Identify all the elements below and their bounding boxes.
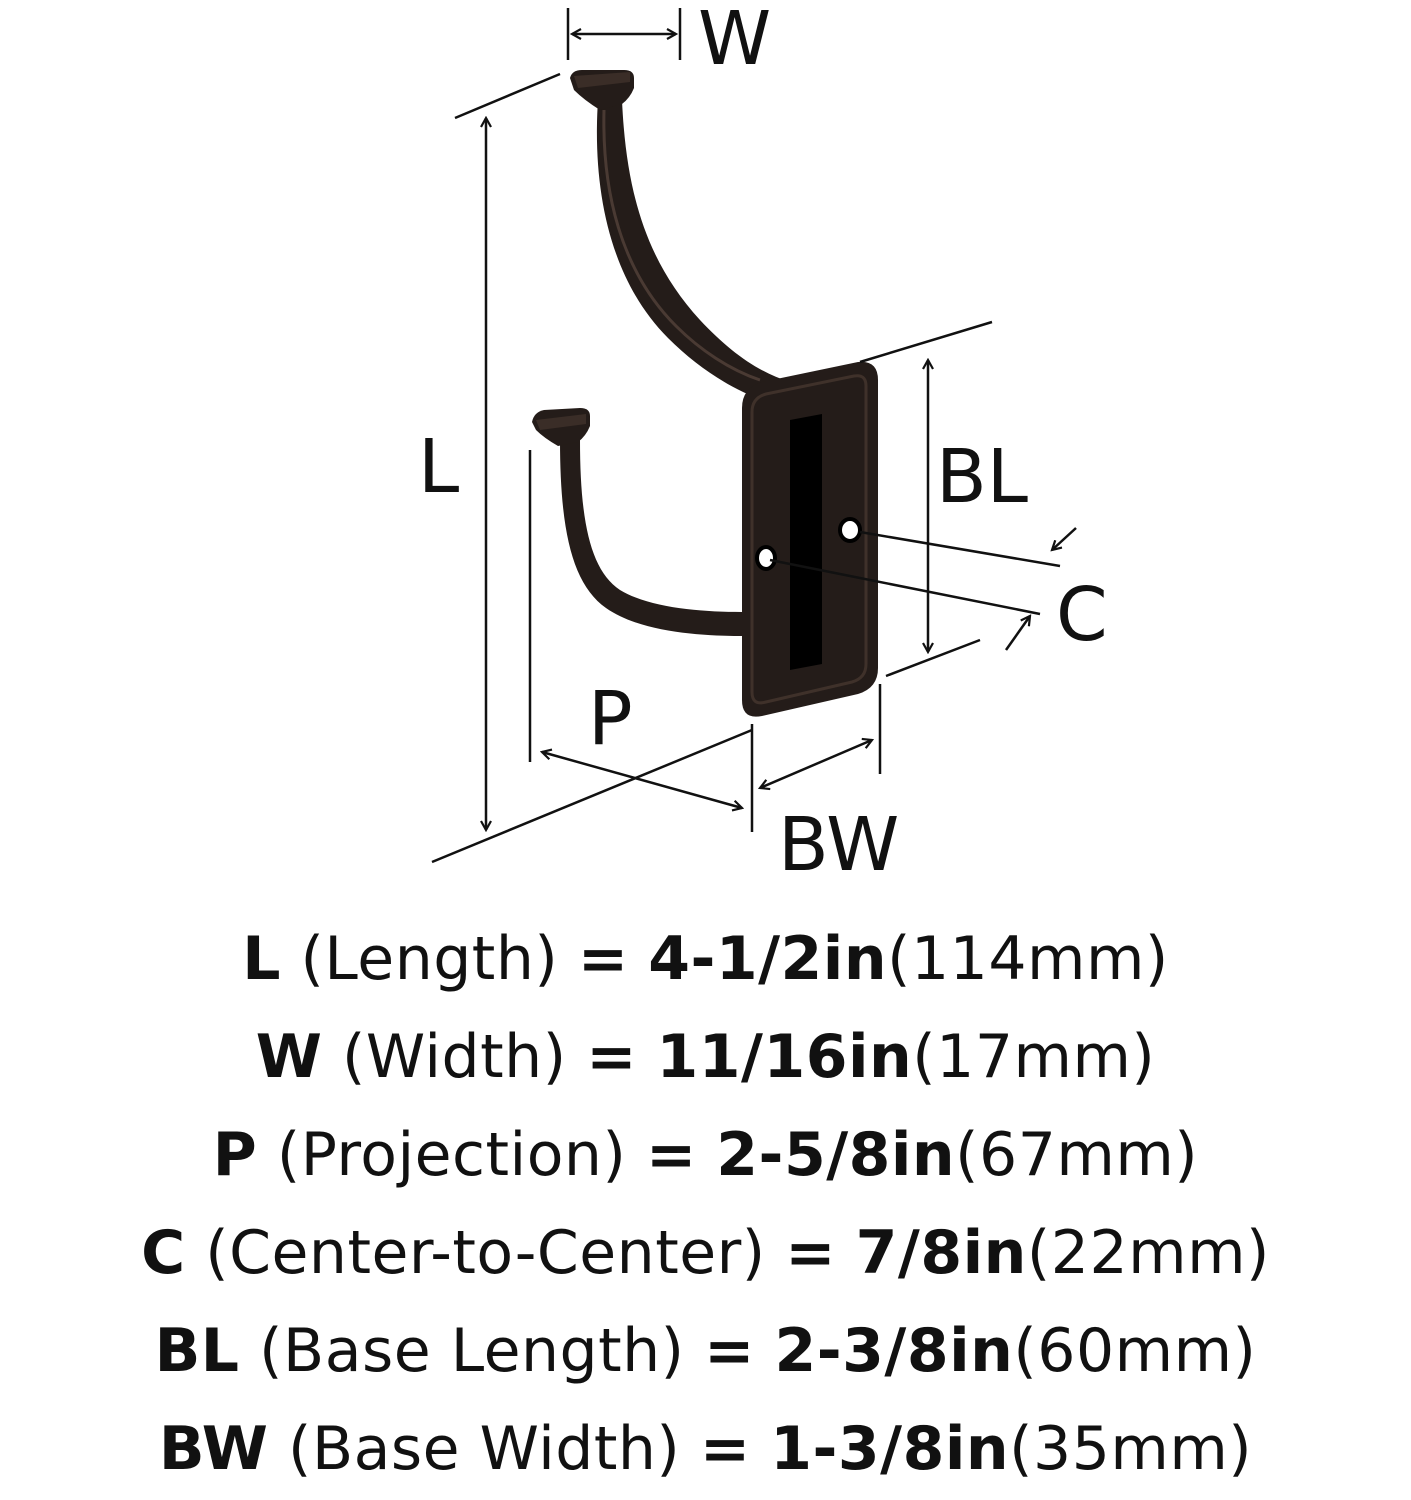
spec-inches: 7/8in [855, 1218, 1027, 1288]
label-c: C [1056, 572, 1108, 658]
spec-key: C [141, 1218, 186, 1288]
label-bw: BW [778, 802, 899, 888]
spec-equals: = [699, 1414, 751, 1484]
spec-millimeters: (67mm) [955, 1120, 1199, 1190]
spec-description: (Base Length) [259, 1316, 685, 1386]
spec-millimeters: (35mm) [1009, 1414, 1253, 1484]
spec-description: (Base Width) [288, 1414, 681, 1484]
spec-inches: 4-1/2in [648, 924, 888, 994]
spec-description: (Projection) [276, 1120, 627, 1190]
dimension-diagram: W L BL C P BW [418, 0, 1108, 888]
upper-screw-hole [838, 517, 862, 543]
dimension-lines [431, 8, 1077, 864]
spec-millimeters: (60mm) [1013, 1316, 1257, 1386]
spec-inches: 2-3/8in [774, 1316, 1014, 1386]
spec-millimeters: (17mm) [912, 1022, 1156, 1092]
label-bl: BL [936, 434, 1028, 520]
spec-base-length: BL (Base Length) = 2-3/8in(60mm) [0, 1302, 1411, 1400]
spec-description: (Width) [341, 1022, 567, 1092]
lower-screw-hole [755, 545, 777, 571]
label-w: W [698, 0, 771, 82]
base-plate-slot [790, 414, 822, 670]
spec-key: P [212, 1120, 258, 1190]
spec-length: L (Length) = 4-1/2in(114mm) [0, 910, 1411, 1008]
label-p: P [588, 676, 633, 762]
lower-hook-arm [560, 440, 742, 636]
spec-base-width: BW (Base Width) = 1-3/8in(35mm) [0, 1400, 1411, 1498]
spec-millimeters: (114mm) [887, 924, 1169, 994]
spec-equals: = [785, 1218, 837, 1288]
spec-description: (Center-to-Center) [205, 1218, 766, 1288]
spec-inches: 2-5/8in [716, 1120, 956, 1190]
spec-equals: = [704, 1316, 755, 1386]
spec-key: W [255, 1022, 323, 1092]
spec-millimeters: (22mm) [1026, 1218, 1270, 1288]
double-hook-illustration [532, 70, 878, 717]
spec-equals: = [586, 1022, 637, 1092]
spec-width: W (Width) = 11/16in(17mm) [0, 1008, 1411, 1106]
upper-hook-arm [596, 100, 790, 408]
spec-key: BL [154, 1316, 240, 1386]
upper-hook-arm-highlight [602, 109, 761, 382]
upper-hook-knob-top [574, 72, 630, 88]
spec-inches: 11/16in [656, 1022, 913, 1092]
spec-inches: 1-3/8in [770, 1414, 1010, 1484]
specifications-list: L (Length) = 4-1/2in(114mm) W (Width) = … [0, 910, 1411, 1498]
spec-equals: = [645, 1120, 697, 1190]
base-plate-bevel [750, 374, 868, 705]
spec-equals: = [577, 924, 629, 994]
spec-description: (Length) [300, 924, 559, 994]
label-l: L [418, 424, 459, 510]
spec-key: L [242, 924, 281, 994]
lower-hook-knob-top [536, 414, 586, 430]
spec-projection: P (Projection) = 2-5/8in(67mm) [0, 1106, 1411, 1204]
spec-center-to-center: C (Center-to-Center) = 7/8in(22mm) [0, 1204, 1411, 1302]
spec-key: BW [158, 1414, 269, 1484]
